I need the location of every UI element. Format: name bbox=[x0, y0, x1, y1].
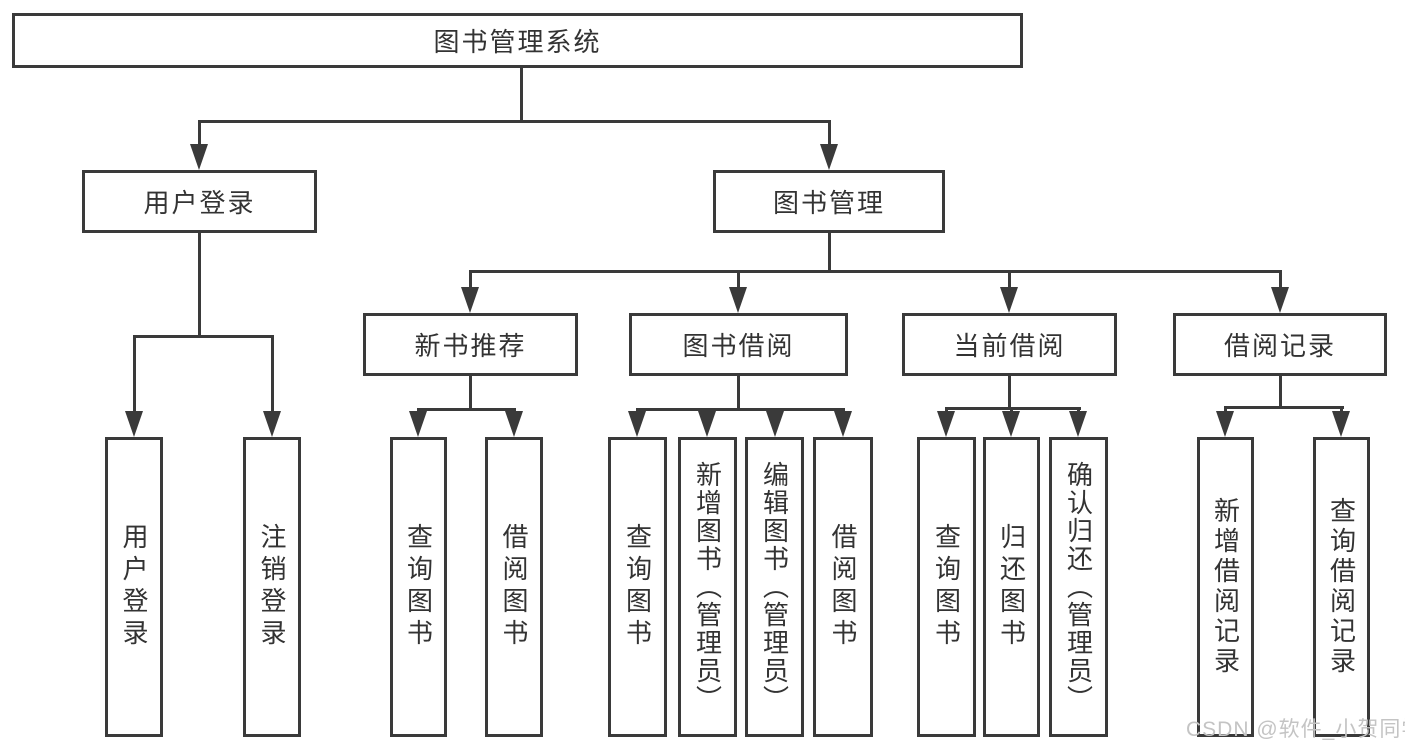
connector-line bbox=[944, 407, 1081, 410]
connector-line bbox=[827, 120, 831, 152]
arrow-down-icon bbox=[937, 411, 955, 437]
node-label: 借阅图书 bbox=[828, 523, 858, 651]
node-label: 新增图书（管理员） bbox=[692, 461, 723, 713]
node-label: 借阅图书 bbox=[499, 523, 529, 651]
leaf-query-borrow-record: 查询借阅记录 bbox=[1313, 437, 1370, 737]
node-label: 查询图书 bbox=[403, 523, 434, 651]
connector-line bbox=[736, 376, 740, 408]
node-user-login: 用户登录 bbox=[82, 170, 317, 233]
connector-line bbox=[519, 68, 523, 120]
leaf-add-book-admin: 新增图书（管理员） bbox=[678, 437, 737, 737]
connector-line bbox=[1278, 376, 1282, 406]
leaf-borrow-books-recommend: 借阅图书 bbox=[485, 437, 543, 737]
connector-line bbox=[1007, 376, 1011, 407]
node-label: 归还图书 bbox=[996, 523, 1027, 651]
node-book-borrowing: 图书借阅 bbox=[629, 313, 848, 376]
node-label: 查询借阅记录 bbox=[1326, 497, 1357, 677]
arrow-down-icon bbox=[1271, 287, 1289, 313]
node-library-system: 图书管理系统 bbox=[12, 13, 1023, 68]
leaf-logout: 注销登录 bbox=[243, 437, 301, 737]
leaf-query-books-recommend: 查询图书 bbox=[390, 437, 447, 737]
node-label: 注销登录 bbox=[257, 523, 287, 651]
arrow-down-icon bbox=[409, 411, 427, 437]
leaf-query-books-borrowing: 查询图书 bbox=[608, 437, 667, 737]
leaf-confirm-return-admin: 确认归还（管理员） bbox=[1049, 437, 1108, 737]
arrow-down-icon bbox=[628, 411, 646, 437]
node-borrowing-records: 借阅记录 bbox=[1173, 313, 1387, 376]
leaf-return-books: 归还图书 bbox=[983, 437, 1040, 737]
arrow-down-icon bbox=[1332, 411, 1350, 437]
watermark: CSDN @软件_小贺同学 bbox=[1186, 718, 1405, 741]
node-label: 编辑图书（管理员） bbox=[759, 461, 790, 713]
connector-line bbox=[827, 232, 831, 270]
node-label: 新书推荐 bbox=[414, 331, 527, 361]
node-label: 用户登录 bbox=[143, 188, 256, 218]
node-label: 当前借阅 bbox=[953, 331, 1066, 361]
connector-line bbox=[416, 408, 516, 411]
node-label: 借阅记录 bbox=[1223, 331, 1336, 361]
arrow-down-icon bbox=[125, 411, 143, 437]
arrow-down-icon bbox=[190, 144, 208, 170]
leaf-query-books-current: 查询图书 bbox=[917, 437, 976, 737]
connector-line bbox=[197, 120, 831, 123]
connector-line bbox=[468, 270, 472, 295]
arrow-down-icon bbox=[1216, 411, 1234, 437]
arrow-down-icon bbox=[766, 411, 784, 437]
connector-line bbox=[197, 233, 201, 335]
arrow-down-icon bbox=[729, 287, 747, 313]
arrow-down-icon bbox=[698, 411, 716, 437]
node-label: 图书借阅 bbox=[682, 331, 795, 361]
arrow-down-icon bbox=[1069, 411, 1087, 437]
node-label: 查询图书 bbox=[931, 523, 962, 651]
node-label: 确认归还（管理员） bbox=[1063, 461, 1094, 713]
connector-line bbox=[635, 408, 845, 411]
node-new-book-recommend: 新书推荐 bbox=[363, 313, 578, 376]
connector-line bbox=[1223, 406, 1344, 409]
arrow-down-icon bbox=[834, 411, 852, 437]
connector-line bbox=[270, 335, 274, 419]
connector-line bbox=[468, 376, 472, 408]
connector-line bbox=[132, 335, 136, 419]
node-book-management: 图书管理 bbox=[713, 170, 945, 233]
connector-line bbox=[197, 120, 201, 152]
node-label: 图书管理 bbox=[772, 188, 885, 218]
node-label: 图书管理系统 bbox=[433, 27, 602, 57]
arrow-down-icon bbox=[820, 144, 838, 170]
connector-line bbox=[1007, 270, 1011, 295]
leaf-user-login: 用户登录 bbox=[105, 437, 163, 737]
node-current-borrowing: 当前借阅 bbox=[902, 313, 1117, 376]
node-label: 用户登录 bbox=[119, 523, 149, 651]
arrow-down-icon bbox=[1002, 411, 1020, 437]
arrow-down-icon bbox=[263, 411, 281, 437]
leaf-add-borrow-record: 新增借阅记录 bbox=[1197, 437, 1254, 737]
node-label: 查询图书 bbox=[622, 523, 653, 651]
node-label: 新增借阅记录 bbox=[1210, 497, 1241, 677]
arrow-down-icon bbox=[1000, 287, 1018, 313]
connector-line bbox=[132, 335, 274, 338]
connector-line bbox=[1278, 270, 1282, 295]
leaf-borrow-books-borrowing: 借阅图书 bbox=[813, 437, 873, 737]
leaf-edit-book-admin: 编辑图书（管理员） bbox=[745, 437, 804, 737]
arrow-down-icon bbox=[505, 411, 523, 437]
arrow-down-icon bbox=[461, 287, 479, 313]
connector-line bbox=[468, 270, 1282, 273]
connector-line bbox=[736, 270, 740, 295]
